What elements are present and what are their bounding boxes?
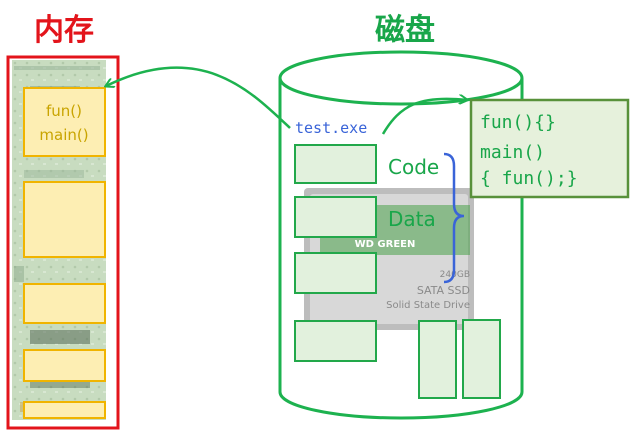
- memory-block-2: [23, 181, 106, 258]
- disk-to-memory-arrow: [106, 66, 291, 129]
- code-line-2: main(): [480, 142, 545, 163]
- code-data-brace: [443, 152, 465, 284]
- data-label: Data: [388, 207, 436, 231]
- code-box: [469, 98, 630, 199]
- disk-segment-5: [418, 320, 457, 399]
- memory-title: 内存: [34, 13, 94, 48]
- disk-segment-1: [294, 144, 377, 184]
- memory-block-1-line-2: main(): [39, 126, 88, 144]
- ssd-type-line-1: SATA SSD: [417, 284, 470, 297]
- ssd-type-line-2: Solid State Drive: [386, 300, 470, 311]
- memory-block-5: [23, 401, 106, 419]
- disk-segment-2: [294, 196, 377, 238]
- disk-segment-4: [294, 320, 377, 362]
- file-name-label: test.exe: [295, 119, 367, 137]
- memory-frame: [6, 55, 120, 430]
- ssd-brand: WD GREEN: [355, 239, 416, 250]
- memory-block-4: [23, 349, 106, 382]
- disk-segment-3: [294, 252, 377, 294]
- disk-title: 磁盘: [375, 13, 435, 48]
- code-label: Code: [388, 155, 439, 179]
- memory-block-3: [23, 283, 106, 324]
- memory-block-1-line-1: fun(): [46, 102, 82, 120]
- code-line-1: fun(){}: [480, 112, 556, 133]
- disk-segment-6: [462, 319, 501, 399]
- file-to-code-arrow: [381, 99, 467, 135]
- ssd-capacity: 240GB: [440, 270, 470, 280]
- memory-block-1: [23, 87, 106, 157]
- code-line-3: { fun();}: [480, 168, 578, 189]
